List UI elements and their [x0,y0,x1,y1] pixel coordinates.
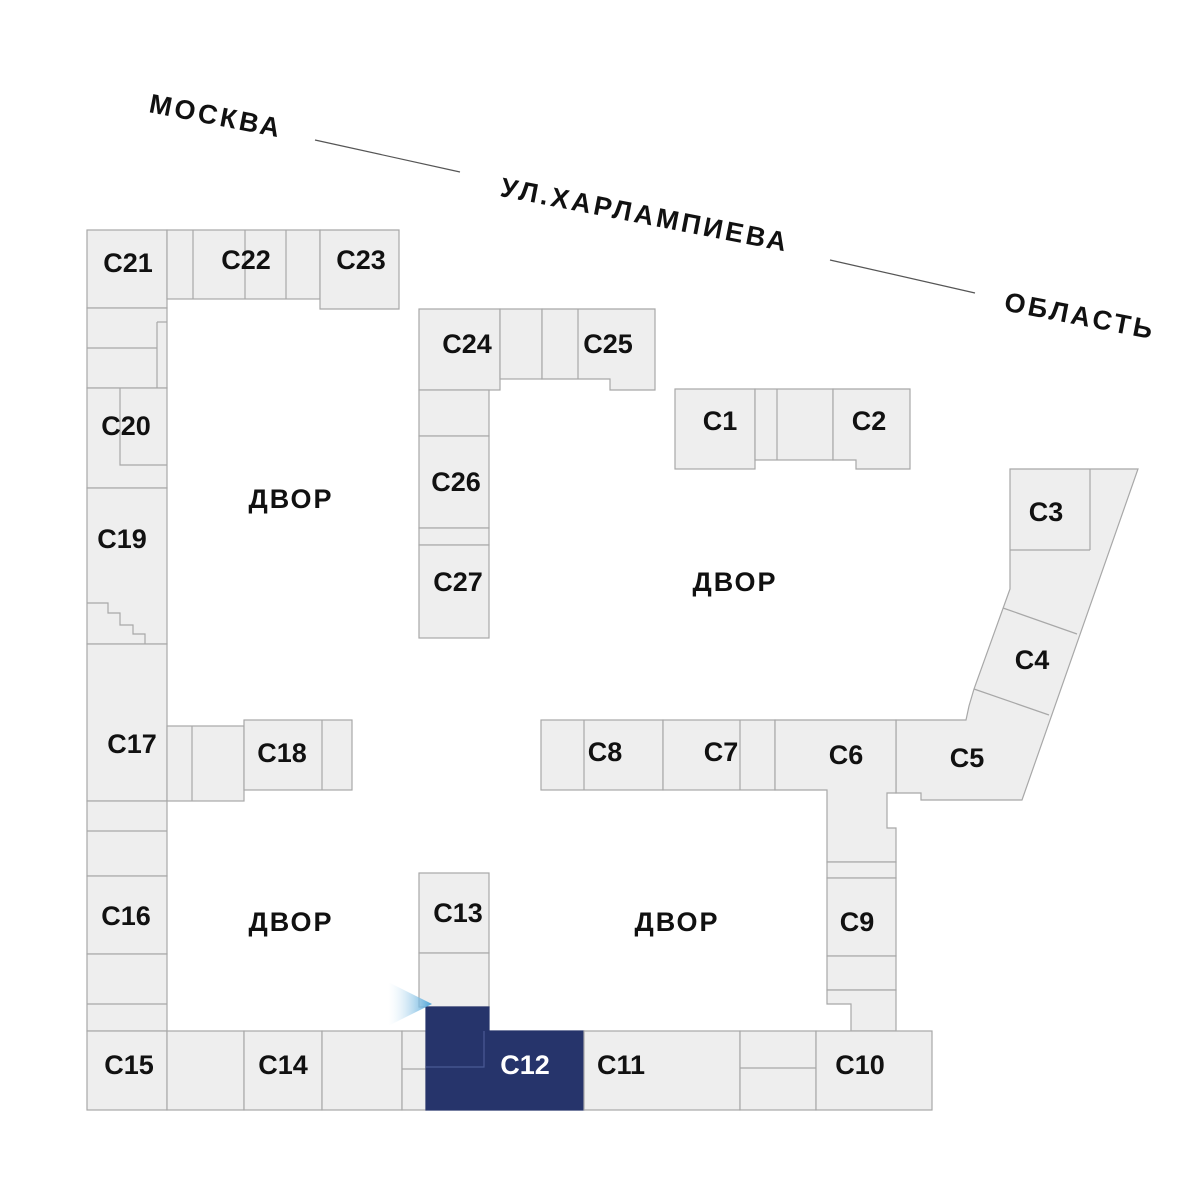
section-c1-c2-corridor [754,388,834,461]
section-central-corridor [418,389,490,437]
c12-inner-divider [426,1031,485,1068]
section-c27-label: С27 [433,567,483,597]
section-c9-block[interactable] [826,877,897,957]
section-c1-label: С1 [703,406,738,436]
section-c27-block[interactable] [418,544,490,639]
section-left-corridor-2 [86,800,168,877]
street-label-kharlampieva: УЛ.ХАРЛАМПИЕВА [498,172,792,257]
yard-label-top-left: ДВОР [248,484,333,514]
section-c23-block[interactable] [319,229,400,310]
section-c8-label: С8 [588,737,623,767]
section-c6-block[interactable] [774,719,897,863]
section-bottom-corridor-4 [739,1030,817,1111]
section-c21-block[interactable] [86,229,168,309]
divider [973,688,1050,716]
section-central-corridor-2 [418,527,490,546]
street-label-moscow: МОСКВА [147,88,285,143]
section-c10-block[interactable] [815,1030,933,1111]
section-c13-label: С13 [433,898,483,928]
street-line-2 [829,259,976,294]
section-c20-block[interactable] [86,387,168,489]
divider [119,388,167,466]
section-c25-block[interactable] [541,308,656,391]
section-c19-label: С19 [97,524,147,554]
section-c7-label: С7 [704,737,739,767]
section-bottom-corridor-2 [321,1030,403,1111]
section-c9-stair [826,989,897,1032]
section-c26-label: С26 [431,467,481,497]
street-labels: МОСКВА УЛ.ХАРЛАМПИЕВА ОБЛАСТЬ [147,88,1158,345]
section-c19-block[interactable] [86,487,168,645]
section-c11-label: С11 [597,1050,645,1080]
section-c4-label: С4 [1015,645,1050,675]
section-c23-label: С23 [336,245,386,275]
c1-c2-wing [674,388,911,470]
central-wing [418,308,656,639]
bottom-wing [166,1006,933,1111]
section-c18-label: С18 [257,738,307,768]
yard-label-top-right: ДВОР [692,567,777,597]
section-c24-label: С24 [442,329,492,359]
section-c6-label: С6 [829,740,864,770]
section-left-corridor-3 [86,953,168,1032]
section-c5-label: С5 [950,743,985,773]
section-c13-block[interactable] [418,872,490,954]
section-c18-block[interactable] [243,719,353,791]
section-c11-block[interactable] [583,1030,741,1111]
section-c17-block[interactable] [86,643,168,802]
section-c25-label: С25 [583,329,633,359]
street-line-1 [314,139,461,173]
view-direction-marker-icon [388,982,432,1026]
section-c2-label: С2 [852,406,887,436]
yard-label-bottom-left: ДВОР [248,907,333,937]
section-c12-label: С12 [500,1050,550,1080]
divider [1002,607,1078,635]
c9-wing [826,861,897,1032]
section-c9-corridor [826,861,897,879]
c13-wing [418,872,490,1008]
stair-divider [87,602,146,644]
section-c9-label: С9 [840,907,875,937]
section-c10-label: С10 [835,1050,885,1080]
section-c24-block[interactable] [418,308,501,391]
section-c22-label: С22 [221,245,271,275]
section-c15-label: С15 [104,1050,154,1080]
section-c16-block[interactable] [86,875,168,955]
section-c14-label: С14 [258,1050,308,1080]
section-c17-label: С17 [107,729,157,759]
section-c2-block[interactable] [832,388,911,470]
street-label-oblast: ОБЛАСТЬ [1002,287,1158,346]
section-c24-corridor [499,308,543,380]
section-c9-lower [826,955,897,991]
section-c3-label: С3 [1029,497,1064,527]
top-left-wing [166,229,400,310]
section-c8-block[interactable] [540,719,664,791]
section-bottom-corridor-3 [401,1030,427,1111]
c18-wing [243,719,353,791]
section-c13-lower [418,952,490,1008]
section-c26-block[interactable] [418,435,490,529]
section-c16-label: С16 [101,901,151,931]
section-c7-block[interactable] [662,719,776,791]
section-bottom-corridor-1 [166,1030,245,1111]
section-c21-label: С21 [103,248,153,278]
section-c20-label: С20 [101,411,151,441]
right-wing [895,468,1139,801]
yard-label-bottom-right: ДВОР [634,907,719,937]
section-c3-c4-c5-outline [895,468,1139,801]
middle-east-wing [540,719,897,863]
section-c17-annex [166,725,245,802]
left-wing [86,229,245,1111]
